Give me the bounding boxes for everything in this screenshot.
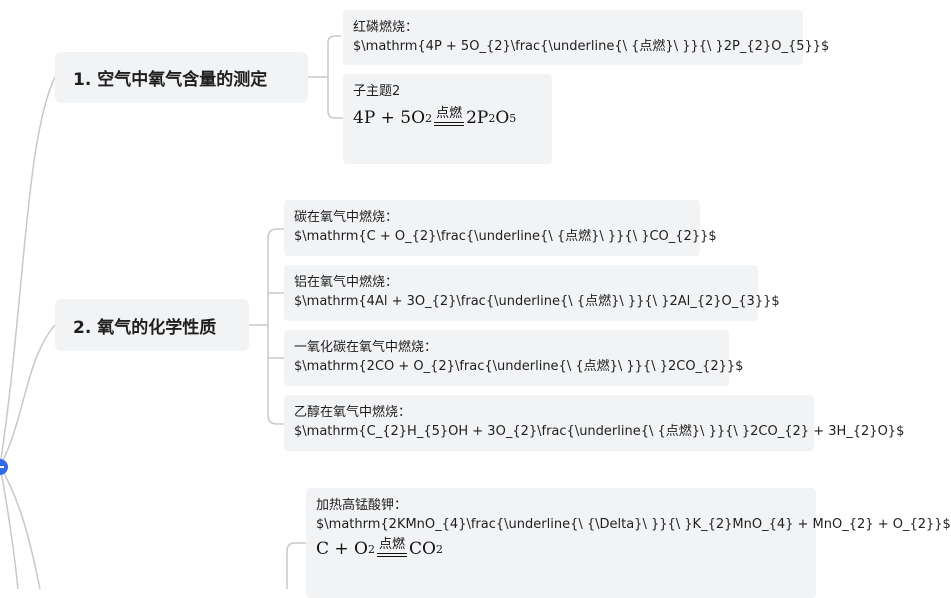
subtopic-equation: $\mathrm{4Al + 3O_{2}\frac{\underline{\ … [294, 294, 780, 309]
subtopic-equation: $\mathrm{2KMnO_{4}\frac{\underline{\ {\D… [316, 517, 951, 532]
topic-oxygen-chemical-properties[interactable]: 2. 氧气的化学性质 [55, 299, 249, 351]
subtopic-label: 一氧化碳在氧气中燃烧： [294, 340, 438, 355]
subtopic-ethanol-combustion[interactable]: 乙醇在氧气中燃烧： $\mathrm{C_{2}H_{5}OH + 3O_{2}… [284, 395, 905, 451]
reaction-condition: 点燃 [434, 107, 465, 126]
topic-title: 2. 氧气的化学性质 [73, 317, 217, 338]
subtopic-carbon-combustion[interactable]: 碳在氧气中燃烧： $\mathrm{C + O_{2}\frac{\underl… [284, 200, 717, 256]
subtopic-label: 乙醇在氧气中燃烧： [294, 405, 412, 420]
subtopic-equation: $\mathrm{2CO + O_{2}\frac{\underline{\ {… [294, 359, 744, 374]
subtopic-label: 子主题2 [353, 84, 401, 99]
subtopic-equation: $\mathrm{C + O_{2}\frac{\underline{\ {点燃… [294, 229, 717, 244]
topic-air-oxygen-content[interactable]: 1. 空气中氧气含量的测定 [55, 52, 308, 103]
subtopic-label: 铝在氧气中燃烧： [294, 275, 399, 290]
subtopic-label: 加热高锰酸钾： [316, 498, 408, 513]
subtopic-equation: $\mathrm{C_{2}H_{5}OH + 3O_{2}\frac{\und… [294, 424, 905, 439]
connector-lines [0, 35, 343, 590]
reaction-condition: 点燃 [377, 538, 408, 557]
subtopic-aluminum-combustion[interactable]: 铝在氧气中燃烧： $\mathrm{4Al + 3O_{2}\frac{\und… [284, 265, 780, 321]
subtopic-co-combustion[interactable]: 一氧化碳在氧气中燃烧： $\mathrm{2CO + O_{2}\frac{\u… [284, 330, 744, 386]
collapse-toggle-icon[interactable] [0, 459, 8, 475]
subtopic-label: 红磷燃烧： [353, 20, 419, 35]
subtopic-label: 碳在氧气中燃烧： [294, 210, 399, 225]
subtopic-heating-kmno4[interactable]: 加热高锰酸钾： $\mathrm{2KMnO_{4}\frac{\underli… [306, 488, 951, 598]
subtopic-red-phosphorus[interactable]: 红磷燃烧： $\mathrm{4P + 5O_{2}\frac{\underli… [343, 10, 830, 65]
subtopic-equation: $\mathrm{4P + 5O_{2}\frac{\underline{\ {… [353, 39, 830, 54]
topic-title: 1. 空气中氧气含量的测定 [73, 70, 268, 90]
